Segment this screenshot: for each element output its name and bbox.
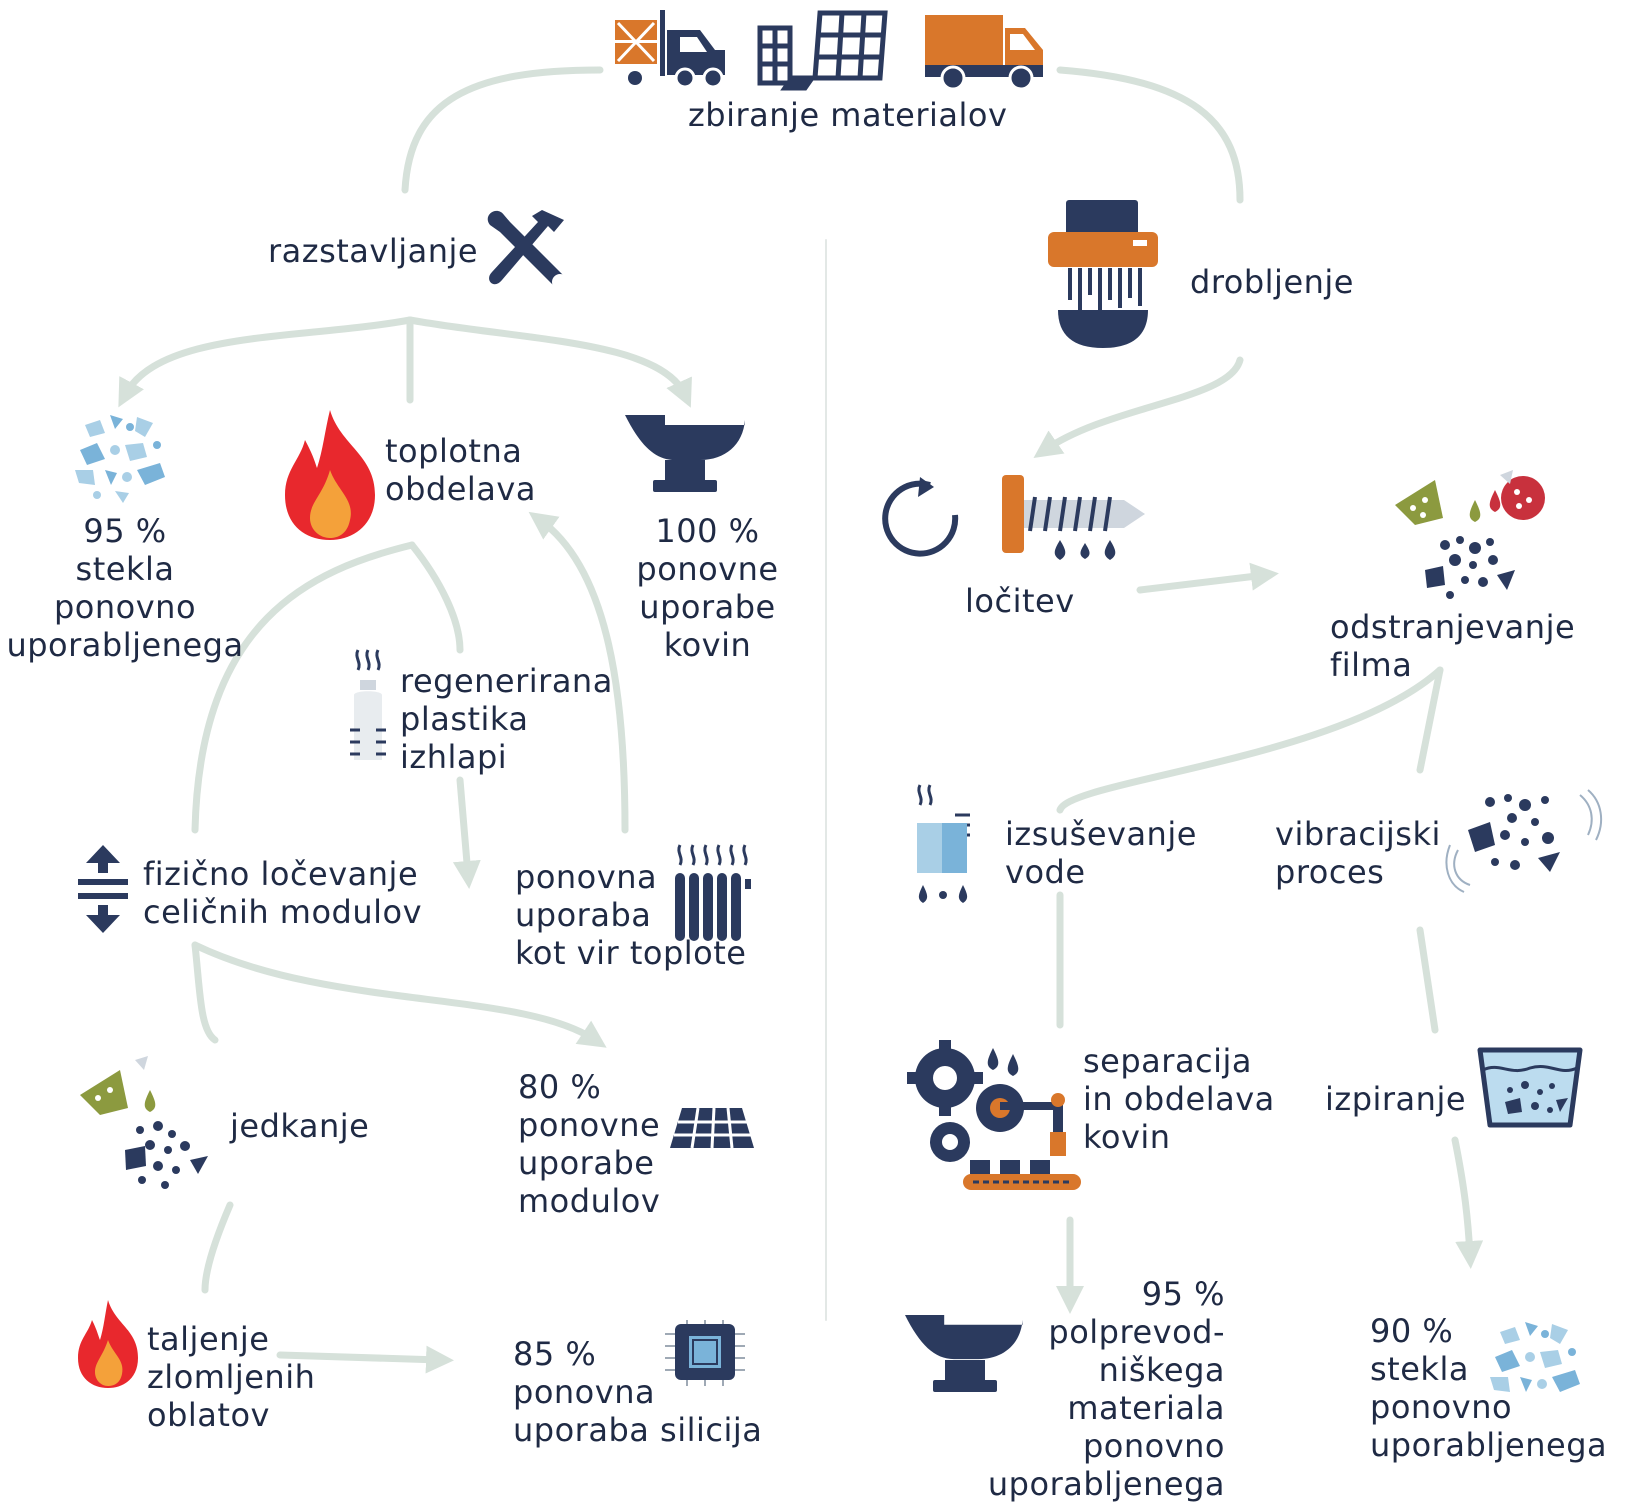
tools-icon xyxy=(487,210,568,290)
steam-water-icon xyxy=(917,784,970,903)
connector-dis-glass xyxy=(118,316,414,408)
solar-panel-icon xyxy=(670,1107,754,1149)
label-film-removal: odstranjevanje filma xyxy=(1330,608,1576,684)
connector-collection-left xyxy=(401,66,604,194)
glass-shards-icon xyxy=(1490,1322,1580,1392)
glass-shards-icon xyxy=(75,415,165,503)
anvil-icon xyxy=(625,415,745,492)
screw-rotate-icon xyxy=(882,475,1145,560)
label-shredding: drobljenje xyxy=(1190,263,1354,301)
label-thermal: toplotna obdelava xyxy=(385,432,536,508)
label-semiconductor: 95 % polprevod- niškega materiala ponovn… xyxy=(987,1275,1225,1503)
connector-thermal-physical xyxy=(191,541,416,834)
label-drying: izsuševanje vode xyxy=(1005,815,1197,891)
split-arrows-icon xyxy=(78,845,128,933)
steam-bottle-icon xyxy=(350,649,386,760)
van-icon xyxy=(925,15,1043,91)
label-disassembly: razstavljanje xyxy=(268,232,479,270)
vibration-particles-icon xyxy=(1445,789,1603,893)
label-melting: taljenje zlomljenih oblatov xyxy=(147,1320,316,1434)
shredder-icon xyxy=(1048,200,1158,348)
connector-physical-etch xyxy=(191,941,219,1044)
label-separation: ločitev xyxy=(965,582,1075,620)
connector-film-dry xyxy=(1056,666,1444,814)
radiator-icon xyxy=(675,844,751,941)
connectors xyxy=(118,66,1484,1374)
connector-dis-anvil xyxy=(406,316,692,408)
connector-physical-modules xyxy=(191,941,607,1048)
label-heat-reuse: ponovna uporaba kot vir toplote xyxy=(515,858,747,972)
gears-factory-icon xyxy=(907,1040,1081,1190)
label-rinsing: izpiranje xyxy=(1325,1080,1467,1118)
label-vibration: vibracijski proces xyxy=(1275,815,1441,891)
label-metals-left: 100 % ponovne uporabe kovin xyxy=(636,512,779,664)
connector-rinse-glass xyxy=(1451,1136,1484,1269)
connector-collection-right xyxy=(1056,66,1244,204)
connector-etch-melt xyxy=(201,1201,234,1294)
chip-icon xyxy=(665,1320,745,1386)
label-plastic: regenerirana plastika izhlapi xyxy=(400,662,613,776)
connector-shred-sep xyxy=(1033,356,1244,458)
truck-icon xyxy=(615,10,725,89)
fire-icon xyxy=(78,1300,138,1388)
washing-basin-icon xyxy=(1477,1047,1583,1128)
chemical-etch-icon xyxy=(1395,470,1545,599)
connector-vib-rinse xyxy=(1416,926,1439,1034)
label-glass-right: 90 % stekla ponovno uporabljenega xyxy=(1370,1312,1608,1464)
label-etching: jedkanje xyxy=(230,1107,370,1145)
chemical-etch-icon xyxy=(80,1056,208,1189)
connector-thermal-plastic xyxy=(408,541,464,654)
label-modules: 80 % ponovne uporabe modulov xyxy=(518,1068,661,1220)
label-silicon: 85 % ponovna uporaba silicija xyxy=(513,1335,763,1449)
connector-plastic-heat xyxy=(452,776,481,889)
label-physical-separation: fizično ločevanje celičnih modulov xyxy=(143,855,423,931)
connector-melt-silicon xyxy=(276,1345,454,1374)
solar-panels-icon xyxy=(757,10,888,91)
label-glass-left: 95 % stekla ponovno uporabljenega xyxy=(6,512,244,664)
anvil-icon xyxy=(905,1315,1023,1392)
connector-heat-thermal xyxy=(528,511,629,834)
label-metal-processing: separacija in obdelava kovin xyxy=(1083,1042,1275,1156)
connector-film-vib xyxy=(1416,666,1444,774)
connector-sep-film xyxy=(1136,562,1279,594)
label-collection: zbiranje materialov xyxy=(688,96,1008,134)
fire-icon xyxy=(285,410,375,540)
